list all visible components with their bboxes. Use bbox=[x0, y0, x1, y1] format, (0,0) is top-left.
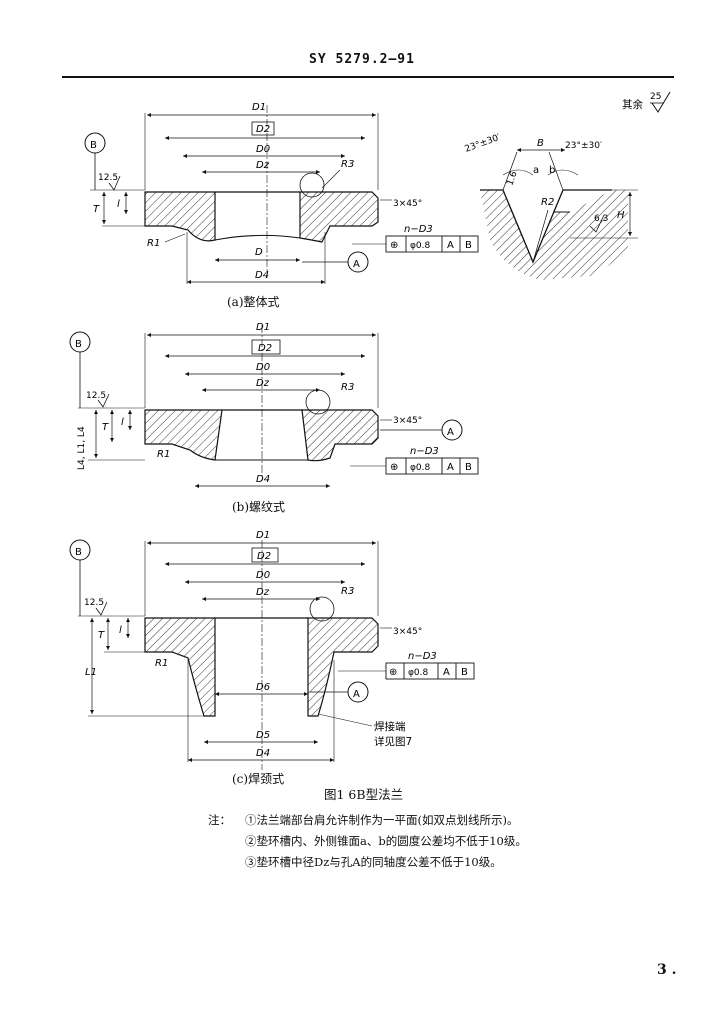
holes-a: n−D3 bbox=[404, 224, 433, 235]
dim-t-c: T bbox=[98, 630, 105, 641]
groove-angle-left: 23°±30′ bbox=[464, 133, 502, 155]
dim-dz-c: Dz bbox=[256, 587, 270, 598]
datum-b-b: B bbox=[75, 339, 82, 350]
dim-d1-a: D1 bbox=[252, 102, 266, 113]
general-roughness: 其余 25 bbox=[622, 91, 671, 113]
face-roughness-label: 1.6 bbox=[505, 170, 519, 187]
dim-l-c: l bbox=[119, 625, 122, 636]
tol-value-c: φ0.8 bbox=[408, 668, 429, 678]
dim-r3-a: R3 bbox=[341, 159, 354, 170]
header-rule bbox=[62, 76, 674, 78]
roughness-label: 其余 bbox=[622, 98, 643, 111]
caption-c: (c)焊颈式 bbox=[232, 772, 285, 786]
dim-d6-c: D6 bbox=[256, 682, 270, 693]
datum-a-c: A bbox=[353, 689, 360, 700]
holes-b: n−D3 bbox=[410, 446, 439, 457]
note-item: ①法兰端部台肩允许制作为一平面(如双点划线所示)。 bbox=[245, 813, 519, 827]
dim-d0-a: D0 bbox=[256, 144, 270, 155]
dim-r3-b: R3 bbox=[341, 382, 354, 393]
dim-r1-c: R1 bbox=[155, 658, 168, 669]
dim-l-b: l bbox=[121, 417, 124, 428]
dim-d4-c: D4 bbox=[256, 748, 270, 759]
groove-depth-label: H bbox=[617, 210, 625, 221]
groove-detail: B 23°±30′ 23°±30′ a b 1.6 R2 6.3 H bbox=[464, 133, 638, 280]
dim-l1-c: L1 bbox=[85, 667, 97, 678]
roughness-value: 25 bbox=[650, 92, 661, 102]
tol-value-a: φ0.8 bbox=[410, 241, 431, 251]
dim-r3-c: R3 bbox=[341, 586, 354, 597]
datum-b-a: B bbox=[90, 140, 97, 151]
page-number: 3 . bbox=[657, 962, 677, 978]
dim-d1-b: D1 bbox=[256, 322, 270, 333]
notes-label: 注： bbox=[208, 813, 231, 827]
weld-note-1: 焊接端 bbox=[374, 720, 406, 733]
dim-d2-b: D2 bbox=[258, 343, 272, 354]
datum-a-b: A bbox=[447, 427, 454, 438]
groove-radius-label: R2 bbox=[541, 197, 554, 208]
tol-ref2-a: B bbox=[465, 240, 472, 251]
weld-note-2: 详见图7 bbox=[374, 735, 412, 748]
subfigure-a: D1 D2 D0 Dz D D4 R3 R1 3×45° T l 12.5 B … bbox=[84, 102, 479, 285]
dim-d4-b: D4 bbox=[256, 474, 270, 485]
tol-value-b: φ0.8 bbox=[410, 463, 431, 473]
chamfer-b: 3×45° bbox=[393, 416, 422, 426]
groove-angle-right: 23°±30′ bbox=[565, 141, 602, 151]
roughness-a: 12.5 bbox=[98, 173, 118, 183]
dim-t-b: T bbox=[102, 422, 109, 433]
chamfer-a: 3×45° bbox=[393, 199, 422, 209]
tol-ref1-a: A bbox=[447, 240, 454, 251]
dim-d0-b: D0 bbox=[256, 362, 270, 373]
dim-l-a: l bbox=[117, 199, 120, 210]
figure-title: 图1 6B型法兰 bbox=[324, 787, 404, 802]
standard-number: SY 5279.2—91 bbox=[309, 52, 415, 67]
dim-dz-b: Dz bbox=[256, 378, 270, 389]
holes-c: n−D3 bbox=[408, 651, 437, 662]
dim-t-a: T bbox=[93, 204, 100, 215]
chamfer-c: 3×45° bbox=[393, 627, 422, 637]
subfigure-b: D1 D2 D0 Dz D4 R3 R1 3×45° L4, L1, L4 T … bbox=[69, 322, 479, 489]
subfigure-c: D1 D2 D0 Dz D6 D5 D4 R3 R1 3×45° L1 T l … bbox=[69, 530, 475, 770]
dim-r1-a: R1 bbox=[147, 238, 160, 249]
dim-d2-c: D2 bbox=[257, 551, 271, 562]
tol-ref1-c: A bbox=[443, 667, 450, 678]
tol-symbol-b: ⊕ bbox=[390, 462, 398, 473]
datum-b-c: B bbox=[75, 547, 82, 558]
roughness-check-icon bbox=[651, 91, 671, 113]
caption-a: (a)整体式 bbox=[227, 295, 280, 309]
datum-a-a: A bbox=[353, 259, 360, 270]
dim-d2-a: D2 bbox=[256, 124, 270, 135]
bottom-roughness-label: 6.3 bbox=[594, 214, 608, 224]
dim-d-a: D bbox=[255, 247, 263, 258]
dim-lstack-b: L4, L1, L4 bbox=[77, 426, 87, 470]
tol-symbol-c: ⊕ bbox=[389, 667, 397, 678]
roughness-c: 12.5 bbox=[84, 598, 104, 608]
dim-d5-c: D5 bbox=[256, 730, 270, 741]
roughness-b: 12.5 bbox=[86, 391, 106, 401]
tol-ref2-c: B bbox=[461, 667, 468, 678]
face-b-label: b bbox=[549, 165, 555, 176]
dim-dz-a: Dz bbox=[256, 160, 270, 171]
dim-d1-c: D1 bbox=[256, 530, 270, 541]
tol-ref1-b: A bbox=[447, 462, 454, 473]
note-item: ③垫环槽中径Dz与孔A的同轴度公差不低于10级。 bbox=[245, 855, 502, 869]
groove-width-label: B bbox=[537, 138, 544, 149]
dim-d4-a: D4 bbox=[255, 270, 269, 281]
tol-ref2-b: B bbox=[465, 462, 472, 473]
tol-symbol-a: ⊕ bbox=[390, 240, 398, 251]
face-a-label: a bbox=[533, 165, 539, 176]
dim-d0-c: D0 bbox=[256, 570, 270, 581]
note-item: ②垫环槽内、外侧锥面a、b的圆度公差均不低于10级。 bbox=[245, 834, 527, 848]
dim-r1-b: R1 bbox=[157, 449, 170, 460]
caption-b: (b)螺纹式 bbox=[232, 500, 286, 514]
